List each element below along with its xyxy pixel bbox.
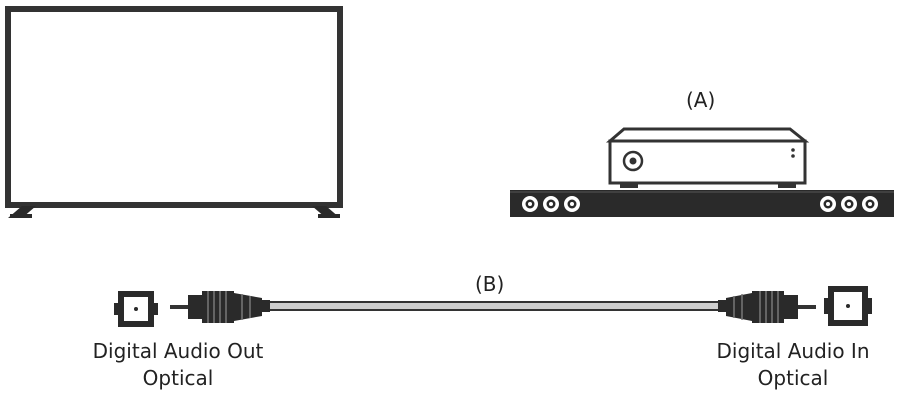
optical-cable: [170, 291, 816, 323]
optical-plug-icon: [170, 291, 270, 323]
optical-port-icon: [114, 291, 158, 327]
tv-port-caption-line2: Optical: [142, 366, 214, 390]
tv-port-caption: Digital Audio Out Optical: [58, 338, 298, 392]
soundbar-port-caption: Digital Audio In Optical: [690, 338, 896, 392]
cable-marker-label: (B): [475, 272, 505, 296]
receiver-icon: [605, 127, 810, 188]
optical-plug-icon: [718, 291, 816, 323]
optical-port-icon: [824, 286, 872, 326]
soundbar-port-caption-line2: Optical: [757, 366, 829, 390]
tv-icon: [5, 6, 343, 218]
tv-port-caption-line1: Digital Audio Out: [92, 339, 264, 363]
soundbar-port-caption-line1: Digital Audio In: [716, 339, 870, 363]
soundbar-marker-label: (A): [686, 88, 716, 112]
soundbar-icon: [510, 190, 894, 217]
